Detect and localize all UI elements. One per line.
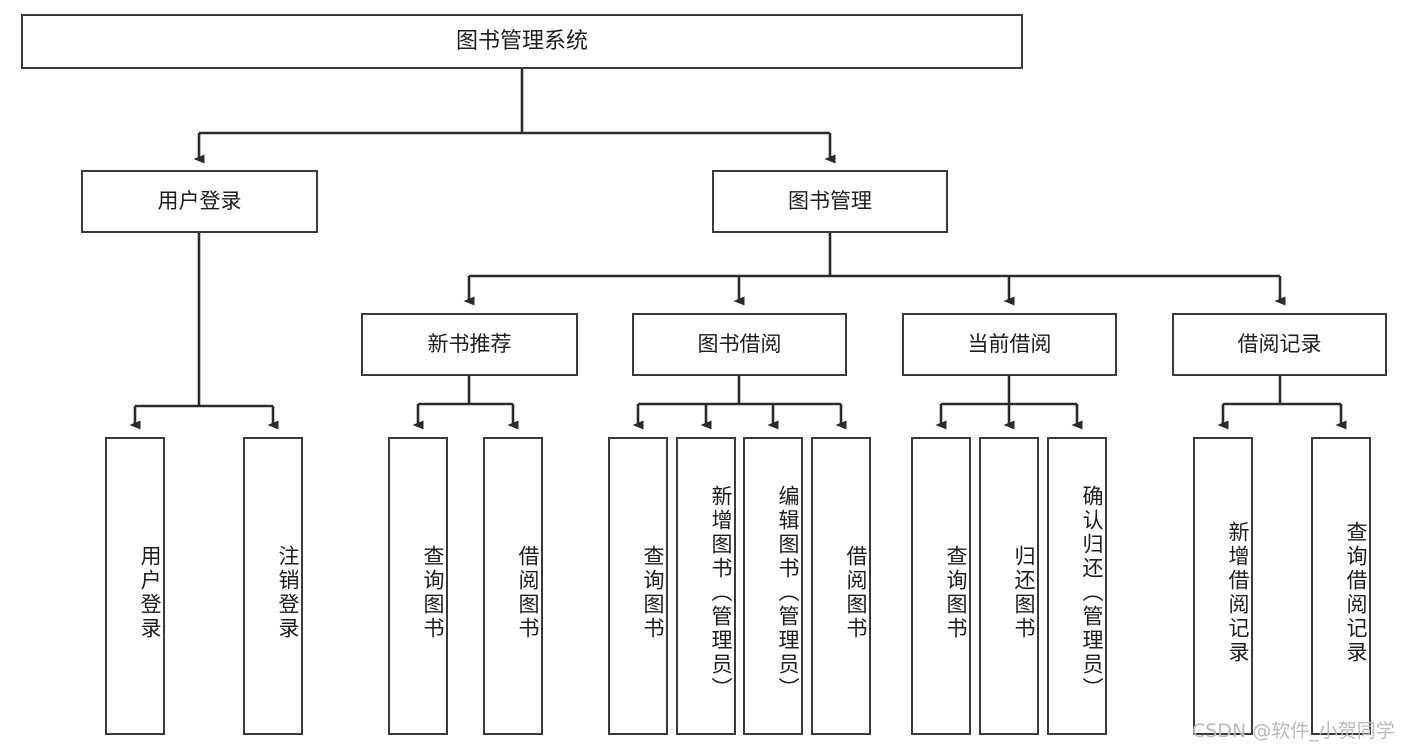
node-user-login[interactable]: 用户登录 <box>81 170 318 233</box>
leaf-current-borrow-confirm-admin[interactable]: 确认归还（管理员） <box>1047 437 1107 735</box>
leaf-user-login-logout[interactable]: 注销登录 <box>243 437 303 735</box>
csdn-watermark: CSDN @软件_小贺同学 <box>1192 720 1395 742</box>
leaf-current-borrow-query[interactable]: 查询图书 <box>911 437 971 735</box>
leaf-borrow-record-query[interactable]: 查询借阅记录 <box>1311 437 1371 735</box>
node-root-system[interactable]: 图书管理系统 <box>21 14 1023 69</box>
leaf-user-login-login[interactable]: 用户登录 <box>105 437 165 735</box>
leaf-new-book-query[interactable]: 查询图书 <box>388 437 448 735</box>
leaf-book-borrow-edit-admin[interactable]: 编辑图书（管理员） <box>743 437 803 735</box>
leaf-new-book-borrow[interactable]: 借阅图书 <box>483 437 543 735</box>
node-book-borrow[interactable]: 图书借阅 <box>632 313 847 376</box>
leaf-current-borrow-return[interactable]: 归还图书 <box>979 437 1039 735</box>
node-book-management[interactable]: 图书管理 <box>712 170 948 233</box>
leaf-book-borrow-query[interactable]: 查询图书 <box>608 437 668 735</box>
node-current-borrow[interactable]: 当前借阅 <box>902 313 1117 376</box>
node-borrow-record[interactable]: 借阅记录 <box>1172 313 1387 376</box>
leaf-book-borrow-add-admin[interactable]: 新增图书（管理员） <box>676 437 736 735</box>
leaf-book-borrow-borrow[interactable]: 借阅图书 <box>811 437 871 735</box>
node-new-book-recommend[interactable]: 新书推荐 <box>361 313 578 376</box>
leaf-borrow-record-add[interactable]: 新增借阅记录 <box>1193 437 1253 735</box>
